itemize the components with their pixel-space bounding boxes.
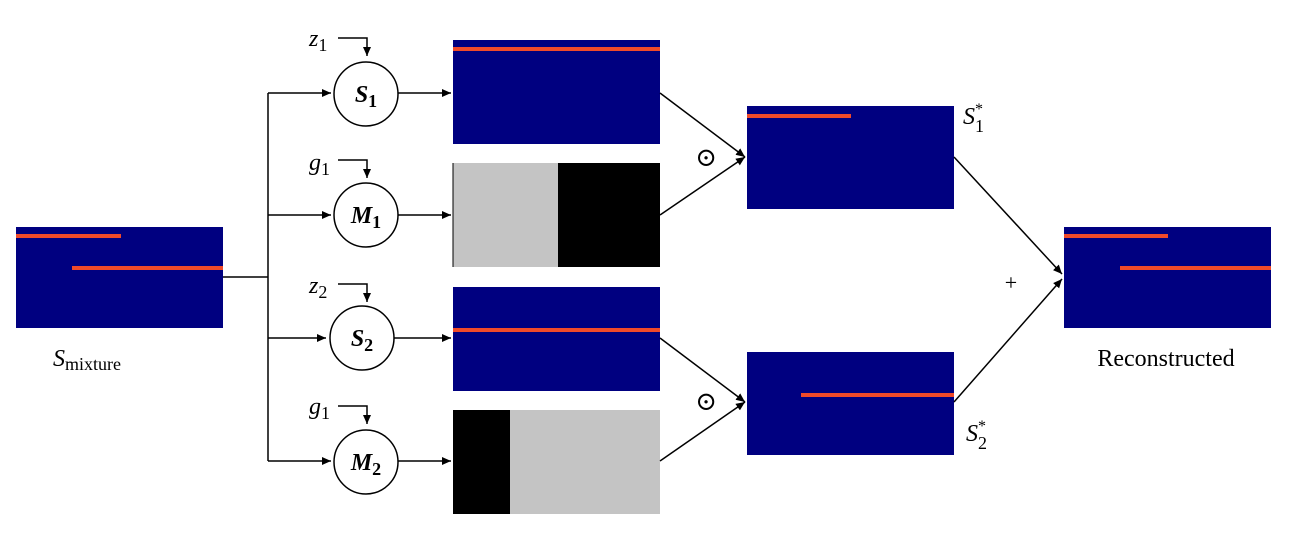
- mixture-label: Smixture: [53, 346, 121, 374]
- sum-symbol: +: [1005, 270, 1017, 295]
- s1-spectrogram: [453, 40, 660, 144]
- hadamard-symbol-2: ⊙: [695, 387, 717, 416]
- mask-m2-label: M2: [350, 450, 381, 479]
- branch-m1: g1 M1: [309, 150, 660, 267]
- branch-s1: z1 S1: [308, 26, 660, 144]
- s1-star-label: S*1: [963, 101, 984, 136]
- branch-s2: z2 S2: [308, 273, 660, 391]
- m1-mask-image: [452, 163, 660, 267]
- condition-label-g1-top: g1: [309, 150, 330, 179]
- s1-star-spectrogram: [747, 106, 954, 209]
- m2-mask-image: [453, 410, 660, 514]
- product-connectors: [659, 92, 746, 462]
- reconstructed-label: Reconstructed: [1097, 346, 1234, 372]
- mixture-background: [16, 227, 223, 328]
- branch-m2: g1 M2: [309, 394, 660, 514]
- mask-m2-node: [333, 429, 399, 495]
- separator-s2-label: S2: [351, 326, 373, 355]
- separator-s1-label: S1: [355, 82, 377, 111]
- s2-spectrogram: [453, 287, 660, 391]
- reconstructed-spectrogram: [1064, 227, 1271, 328]
- s2-star-label: S*2: [966, 418, 987, 453]
- mixture-spectrogram: [16, 227, 223, 328]
- mask-m1-label: M1: [350, 203, 381, 232]
- condition-label-z2: z2: [308, 273, 327, 302]
- separator-s1-node: [333, 61, 399, 127]
- s2-star-spectrogram: [747, 352, 954, 455]
- input-fanout-connectors: [223, 89, 331, 465]
- condition-label-z1: z1: [308, 26, 327, 55]
- sum-connectors: [953, 156, 1063, 403]
- condition-label-g1-bottom: g1: [309, 394, 330, 423]
- hadamard-symbol-1: ⊙: [695, 143, 717, 172]
